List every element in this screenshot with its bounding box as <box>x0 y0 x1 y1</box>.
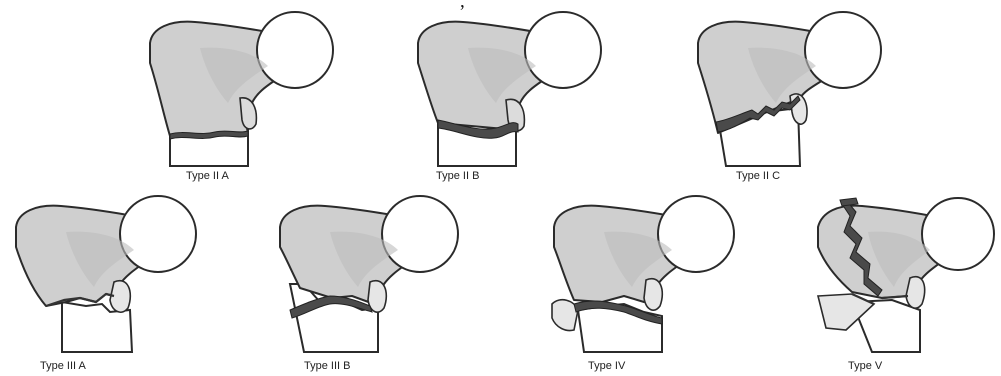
femur-illustration-iib <box>408 8 618 168</box>
femur-illustration-iv <box>544 192 754 357</box>
caption-type-iv: Type IV <box>588 360 625 372</box>
femur-illustration-iic <box>688 8 898 168</box>
femur-illustration-v <box>812 192 1001 357</box>
caption-type-iiib: Type III B <box>304 360 350 372</box>
figure-type-iiib <box>270 192 480 357</box>
femur-illustration-iiib <box>270 192 480 357</box>
figure-type-iic <box>688 8 898 168</box>
figure-type-iia <box>140 8 350 168</box>
caption-type-iia: Type II A <box>186 170 229 182</box>
caption-type-iiia: Type III A <box>40 360 86 372</box>
caption-type-iic: Type II C <box>736 170 780 182</box>
femur-illustration-iiia <box>6 192 216 357</box>
figure-type-iv <box>544 192 754 357</box>
figure-type-iib <box>408 8 618 168</box>
figure-type-v <box>812 192 1001 357</box>
figure-type-iiia <box>6 192 216 357</box>
femur-illustration-iia <box>140 8 350 168</box>
caption-type-iib: Type II B <box>436 170 479 182</box>
caption-type-v: Type V <box>848 360 882 372</box>
